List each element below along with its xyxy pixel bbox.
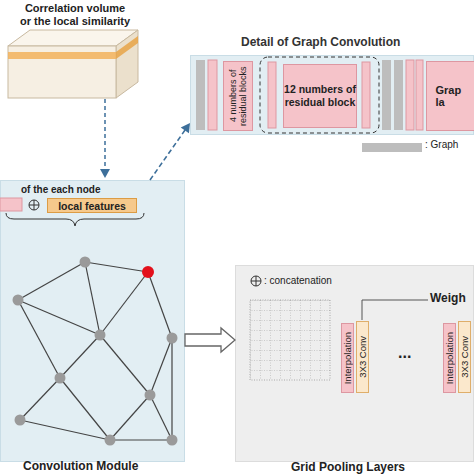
graph-node — [80, 257, 91, 268]
figure-title: or the local similarity — [0, 15, 150, 27]
graph-link — [85, 262, 100, 335]
graph-node — [167, 333, 178, 344]
graph-link — [60, 378, 110, 440]
feature-box: local features — [47, 198, 137, 213]
graph-link — [20, 420, 110, 440]
block-label: 12 numbers of residual block — [284, 83, 356, 109]
figure-title: Correlation volume — [0, 2, 150, 14]
arrow-head — [181, 123, 190, 133]
feature-swatch — [0, 198, 22, 211]
block-label: 4 numbers of residual blocks — [228, 62, 248, 130]
graph-link — [85, 262, 148, 272]
concat-symbol — [29, 200, 39, 210]
graph-node — [15, 415, 26, 426]
graph-link — [171, 338, 172, 440]
panel-note: of the each node — [21, 184, 100, 195]
panel-box: Detail of Graph Convolution4 numbers of … — [190, 55, 474, 135]
concat-symbol — [251, 276, 261, 286]
connector — [185, 328, 235, 352]
legend-text: : concatenation — [264, 275, 332, 286]
block-label: Grap la — [436, 84, 466, 108]
graph-link — [148, 272, 172, 338]
dashed-pointer — [100, 99, 110, 178]
graph-link — [20, 378, 60, 420]
graph-node — [167, 435, 178, 446]
brace — [6, 213, 144, 226]
panel-title: Convolution Module — [23, 460, 138, 473]
graph-node — [145, 390, 156, 401]
block-arrow — [185, 328, 235, 352]
connector — [150, 123, 190, 180]
panel-title: Detail of Graph Convolution — [241, 35, 400, 49]
pooling-grid — [250, 300, 330, 380]
conv-layer: 3X3 Conv — [458, 321, 471, 393]
correlation-cube — [8, 30, 138, 98]
graph-link — [100, 272, 148, 335]
graph-node — [55, 373, 66, 384]
layer-label: Interpolation — [342, 332, 353, 384]
panel-title: Grid Pooling Layers — [291, 461, 405, 474]
layer-label: Interpolation — [444, 332, 455, 384]
module-panel: of the each nodeConvolution Modulelocal … — [0, 180, 185, 462]
graph-node — [95, 330, 106, 341]
graph-link — [18, 300, 60, 378]
graph-node — [105, 435, 116, 446]
legend-swatch — [362, 143, 422, 152]
ellipsis: ... — [398, 344, 411, 362]
graph-network — [13, 257, 178, 446]
graph-link — [150, 338, 172, 395]
residual-block: 4 numbers of residual blocks — [223, 61, 253, 131]
conv-layer: 3X3 Conv — [356, 321, 369, 393]
graph-link — [18, 262, 85, 300]
graph-link — [110, 395, 150, 440]
graph-layer-box: Grap la — [426, 61, 474, 131]
residual-block: 12 numbers of residual block — [283, 64, 357, 128]
layer-label: 3X3 Conv — [459, 336, 470, 378]
graph-node — [13, 295, 24, 306]
graph-link — [150, 395, 172, 440]
layer-bars — [196, 57, 423, 133]
graph-link — [60, 335, 100, 378]
legend-text: : Graph — [425, 139, 458, 150]
block-label: local features — [58, 200, 126, 212]
weight-label: Weigh — [430, 291, 466, 305]
graph-node-active — [142, 266, 154, 278]
interpolation-layer: Interpolation — [443, 323, 456, 393]
dashed-connector — [150, 129, 186, 180]
layer-label: 3X3 Conv — [357, 336, 368, 378]
graph-link — [100, 335, 150, 395]
leader-line — [362, 300, 428, 320]
graph-link — [110, 439, 172, 440]
graph-link — [18, 300, 100, 335]
interpolation-layer: Interpolation — [341, 323, 354, 393]
